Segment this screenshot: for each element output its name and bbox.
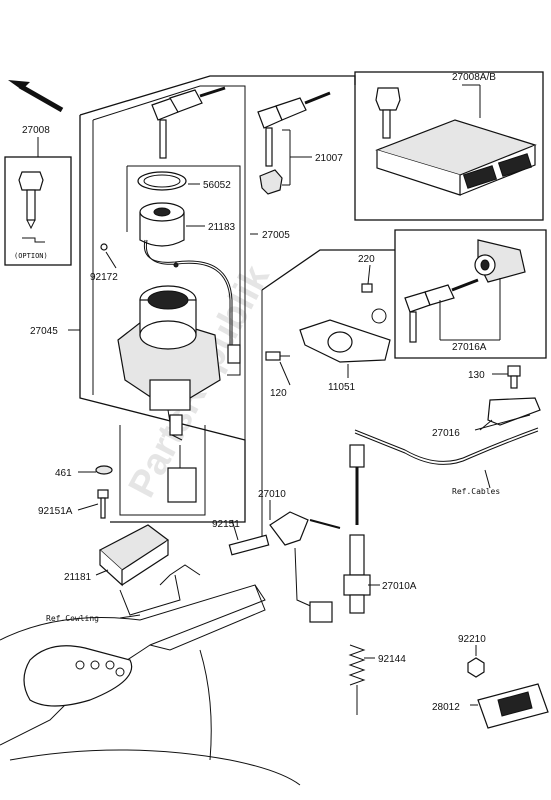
label-21181: 21181 bbox=[64, 572, 92, 583]
screw-92172 bbox=[100, 243, 108, 251]
label-461: 461 bbox=[55, 468, 72, 479]
bracket-11051 bbox=[265, 283, 391, 363]
label-120: 120 bbox=[270, 388, 287, 399]
label-220: 220 bbox=[358, 254, 375, 265]
spring-92144 bbox=[348, 644, 366, 715]
label-92210: 92210 bbox=[458, 634, 486, 645]
frame-cowling bbox=[0, 564, 301, 786]
ignition-assembly-frame bbox=[79, 75, 356, 116]
label-27005: 27005 bbox=[262, 230, 290, 241]
key-set-21007 bbox=[151, 86, 331, 195]
switch-27010 bbox=[228, 511, 341, 623]
leader-lines bbox=[68, 84, 508, 706]
label-27008ab: 27008A/B bbox=[452, 72, 496, 83]
label-92144: 92144 bbox=[378, 654, 406, 665]
label-11051: 11051 bbox=[328, 382, 356, 393]
front-arrow-icon bbox=[8, 80, 64, 113]
switch-27010A bbox=[343, 444, 371, 614]
nut-92210 bbox=[467, 657, 485, 678]
option-key-box: (OPTION) bbox=[4, 156, 72, 266]
label-27045: 27045 bbox=[30, 326, 58, 337]
cable bbox=[354, 427, 539, 462]
label-27016: 27016 bbox=[432, 428, 460, 439]
seat-lock-27016A bbox=[404, 239, 526, 343]
label-92151: 92151 bbox=[212, 519, 240, 530]
label-21183: 21183 bbox=[208, 222, 236, 233]
ref-cowling-label: Ref.Cowling bbox=[46, 614, 99, 623]
cover-21181 bbox=[98, 524, 170, 587]
label-28012: 28012 bbox=[432, 702, 460, 713]
label-92172: 92172 bbox=[90, 272, 118, 283]
ecu-box bbox=[354, 71, 544, 221]
bracket-27016 bbox=[474, 365, 541, 431]
label-27008: 27008 bbox=[22, 125, 50, 136]
ref-cables-label: Ref.Cables bbox=[452, 487, 500, 496]
plate-28012 bbox=[477, 683, 549, 729]
label-27016A: 27016A bbox=[452, 342, 487, 353]
ignition-switch bbox=[117, 285, 221, 503]
option-label: (OPTION) bbox=[14, 252, 48, 260]
label-27010A: 27010A bbox=[382, 581, 417, 592]
label-130: 130 bbox=[468, 370, 485, 381]
label-21007: 21007 bbox=[315, 153, 343, 164]
washer-461 bbox=[95, 465, 113, 475]
label-27010: 27010 bbox=[258, 489, 286, 500]
label-56052: 56052 bbox=[203, 180, 231, 191]
bolt-92151A bbox=[97, 489, 109, 499]
label-92151A: 92151A bbox=[38, 506, 73, 517]
